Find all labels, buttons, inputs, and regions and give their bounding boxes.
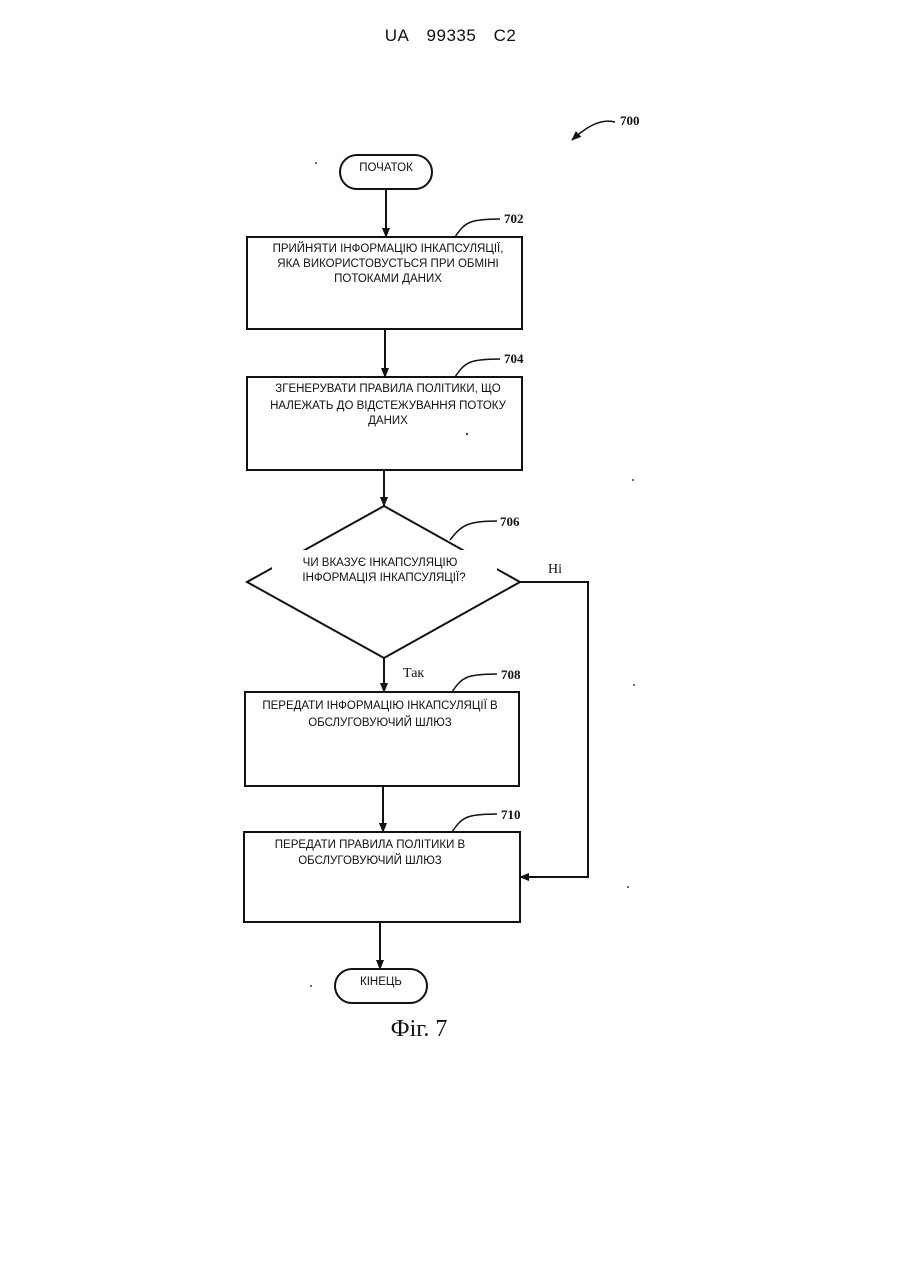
step-708-line-1: ПЕРЕДАТИ ІНФОРМАЦІЮ ІНКАПСУЛЯЦІЇ В (262, 700, 498, 712)
step-710-line-1: ПЕРЕДАТИ ПРАВИЛА ПОЛІТИКИ В (275, 839, 466, 851)
start-label: ПОЧАТОК (359, 162, 413, 174)
decision-706-line-1: ЧИ ВКАЗУЄ ІНКАПСУЛЯЦІЮ (303, 557, 458, 569)
step-702-line-3: ПОТОКАМИ ДАНИХ (334, 273, 442, 285)
scan-speck (466, 433, 468, 435)
figure-ref-label: 700 (620, 113, 640, 128)
scan-speck (632, 479, 634, 481)
scan-speck (627, 886, 629, 888)
step-702-leader (455, 219, 500, 237)
step-704-leader (455, 359, 500, 377)
decision-706-line-2: ІНФОРМАЦІЯ ІНКАПСУЛЯЦІЇ? (302, 572, 465, 584)
step-710-leader (452, 814, 497, 832)
step-710-ref: 710 (501, 807, 521, 822)
scan-speck (315, 162, 317, 164)
step-702-line-1: ПРИЙНЯТИ ІНФОРМАЦІЮ ІНКАПСУЛЯЦІЇ, (273, 242, 504, 255)
step-708-line-2: ОБСЛУГОВУЮЧИЙ ШЛЮЗ (308, 716, 452, 729)
end-label: КІНЕЦЬ (360, 976, 402, 988)
decision-706-ref: 706 (500, 514, 520, 529)
branch-no-label: Ні (548, 562, 562, 577)
step-708-leader (452, 674, 497, 692)
scan-speck (633, 684, 635, 686)
scan-speck (310, 985, 312, 987)
step-704-line-1: ЗГЕНЕРУВАТИ ПРАВИЛА ПОЛІТИКИ, ЩО (275, 383, 501, 395)
step-702-line-2: ЯКА ВИКОРИСТОВУСТЬСЯ ПРИ ОБМІНІ (277, 258, 498, 270)
branch-yes-label: Так (403, 666, 424, 681)
figure-caption: Фіг. 7 (391, 1016, 448, 1042)
step-702-ref: 702 (504, 211, 524, 226)
decision-706-leader (450, 521, 497, 540)
step-704-line-2: НАЛЕЖАТЬ ДО ВІДСТЕЖУВАННЯ ПОТОКУ (270, 400, 507, 412)
flow-arrow-706-710-no (520, 582, 588, 877)
figure-ref-arrow (572, 121, 615, 140)
step-710-line-2: ОБСЛУГОВУЮЧИЙ ШЛЮЗ (298, 854, 442, 867)
step-708-ref: 708 (501, 667, 521, 682)
step-704-ref: 704 (504, 351, 524, 366)
step-704-line-3: ДАНИХ (368, 415, 408, 427)
